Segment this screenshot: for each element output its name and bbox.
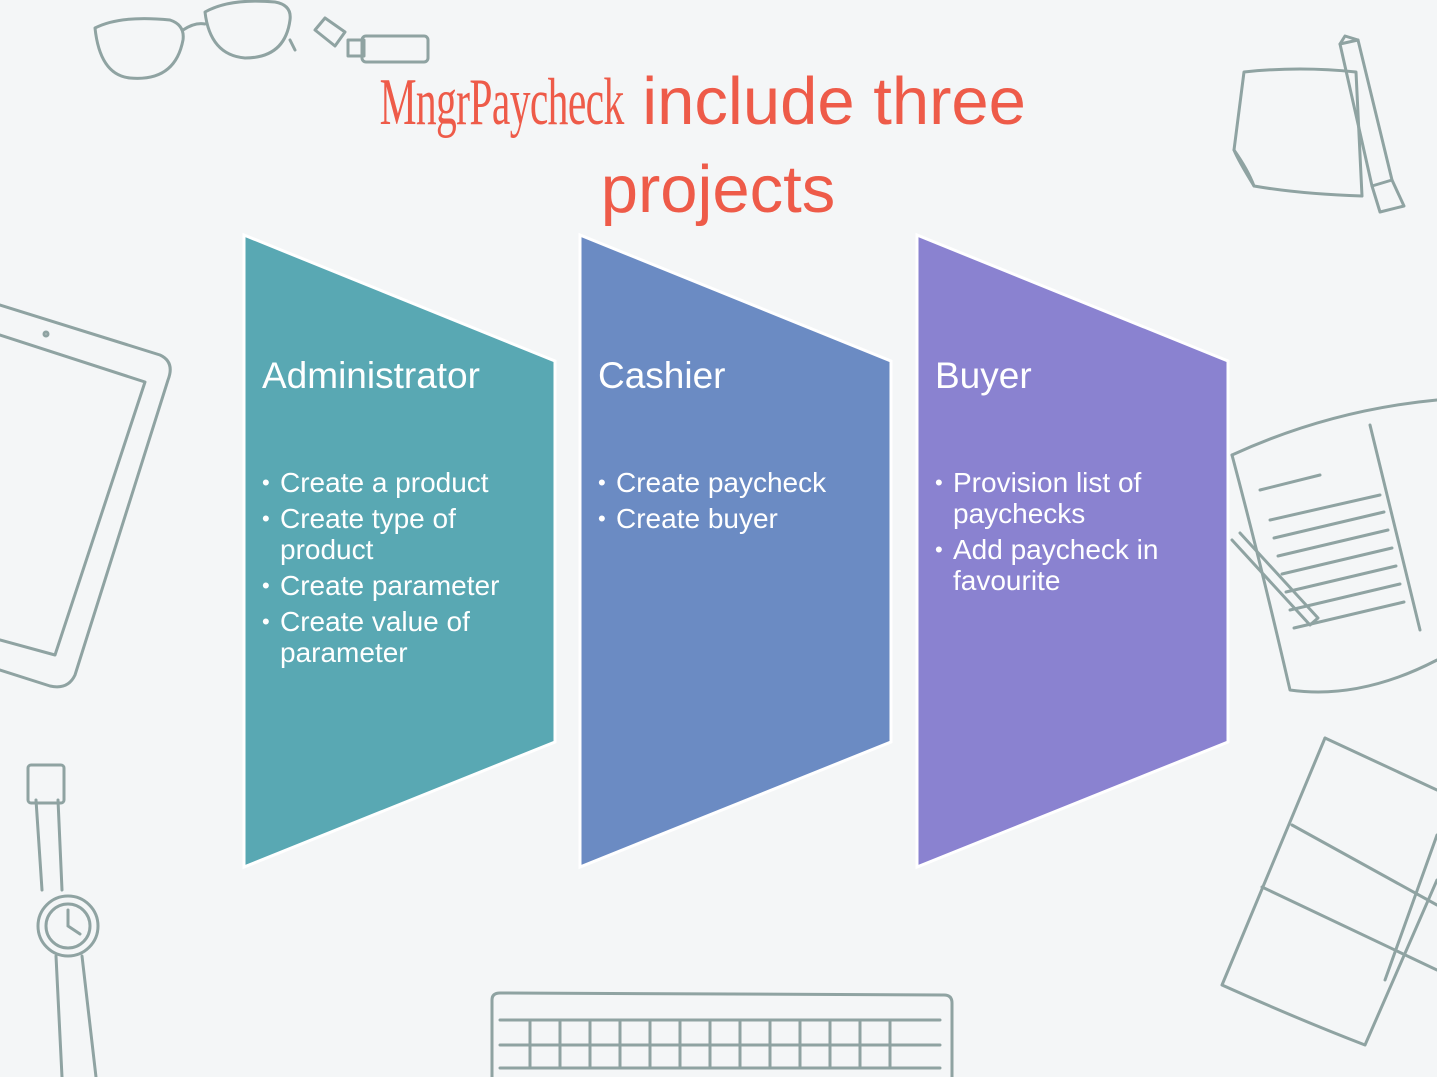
panel-title: Cashier xyxy=(598,355,726,396)
slide-title: MngrPaycheck include three projects xyxy=(318,58,1118,234)
list-item: Create a product xyxy=(262,467,542,498)
list-item: Create paycheck xyxy=(598,467,878,498)
title-rest: include three projects xyxy=(600,64,1026,227)
pencil-icon xyxy=(1338,34,1406,214)
panel-shape xyxy=(578,232,893,870)
panel-administrator: Administrator Create a product Create ty… xyxy=(242,232,557,870)
panel-title: Buyer xyxy=(935,355,1032,396)
panel-fill xyxy=(578,232,893,870)
glasses-icon xyxy=(93,0,297,80)
sticky-note-icon xyxy=(1232,67,1364,198)
list-item: Add paycheck in favourite xyxy=(935,534,1215,596)
keyboard-icon xyxy=(490,991,954,1077)
list-item: Create value of parameter xyxy=(262,606,542,668)
title-brand: MngrPaycheck xyxy=(379,65,625,139)
tablet-icon xyxy=(0,303,172,689)
panel-cashier: Cashier Create paycheck Create buyer xyxy=(578,232,893,870)
usb-drive-icon xyxy=(313,16,430,64)
list-item: Provision list of paychecks xyxy=(935,467,1215,529)
list-item: Create type of product xyxy=(262,503,542,565)
closed-notebook-icon xyxy=(1220,736,1437,1047)
panel-buyer: Buyer Provision list of paychecks Add pa… xyxy=(915,232,1230,870)
wristwatch-icon xyxy=(26,763,100,1077)
panel-list: Create paycheck Create buyer xyxy=(598,467,878,539)
panel-list: Create a product Create type of product … xyxy=(262,467,542,673)
list-item: Create parameter xyxy=(262,570,542,601)
open-notebook-icon xyxy=(1230,398,1437,694)
panel-title: Administrator xyxy=(262,355,480,396)
panel-list: Provision list of paychecks Add paycheck… xyxy=(935,467,1215,601)
list-item: Create buyer xyxy=(598,503,878,534)
